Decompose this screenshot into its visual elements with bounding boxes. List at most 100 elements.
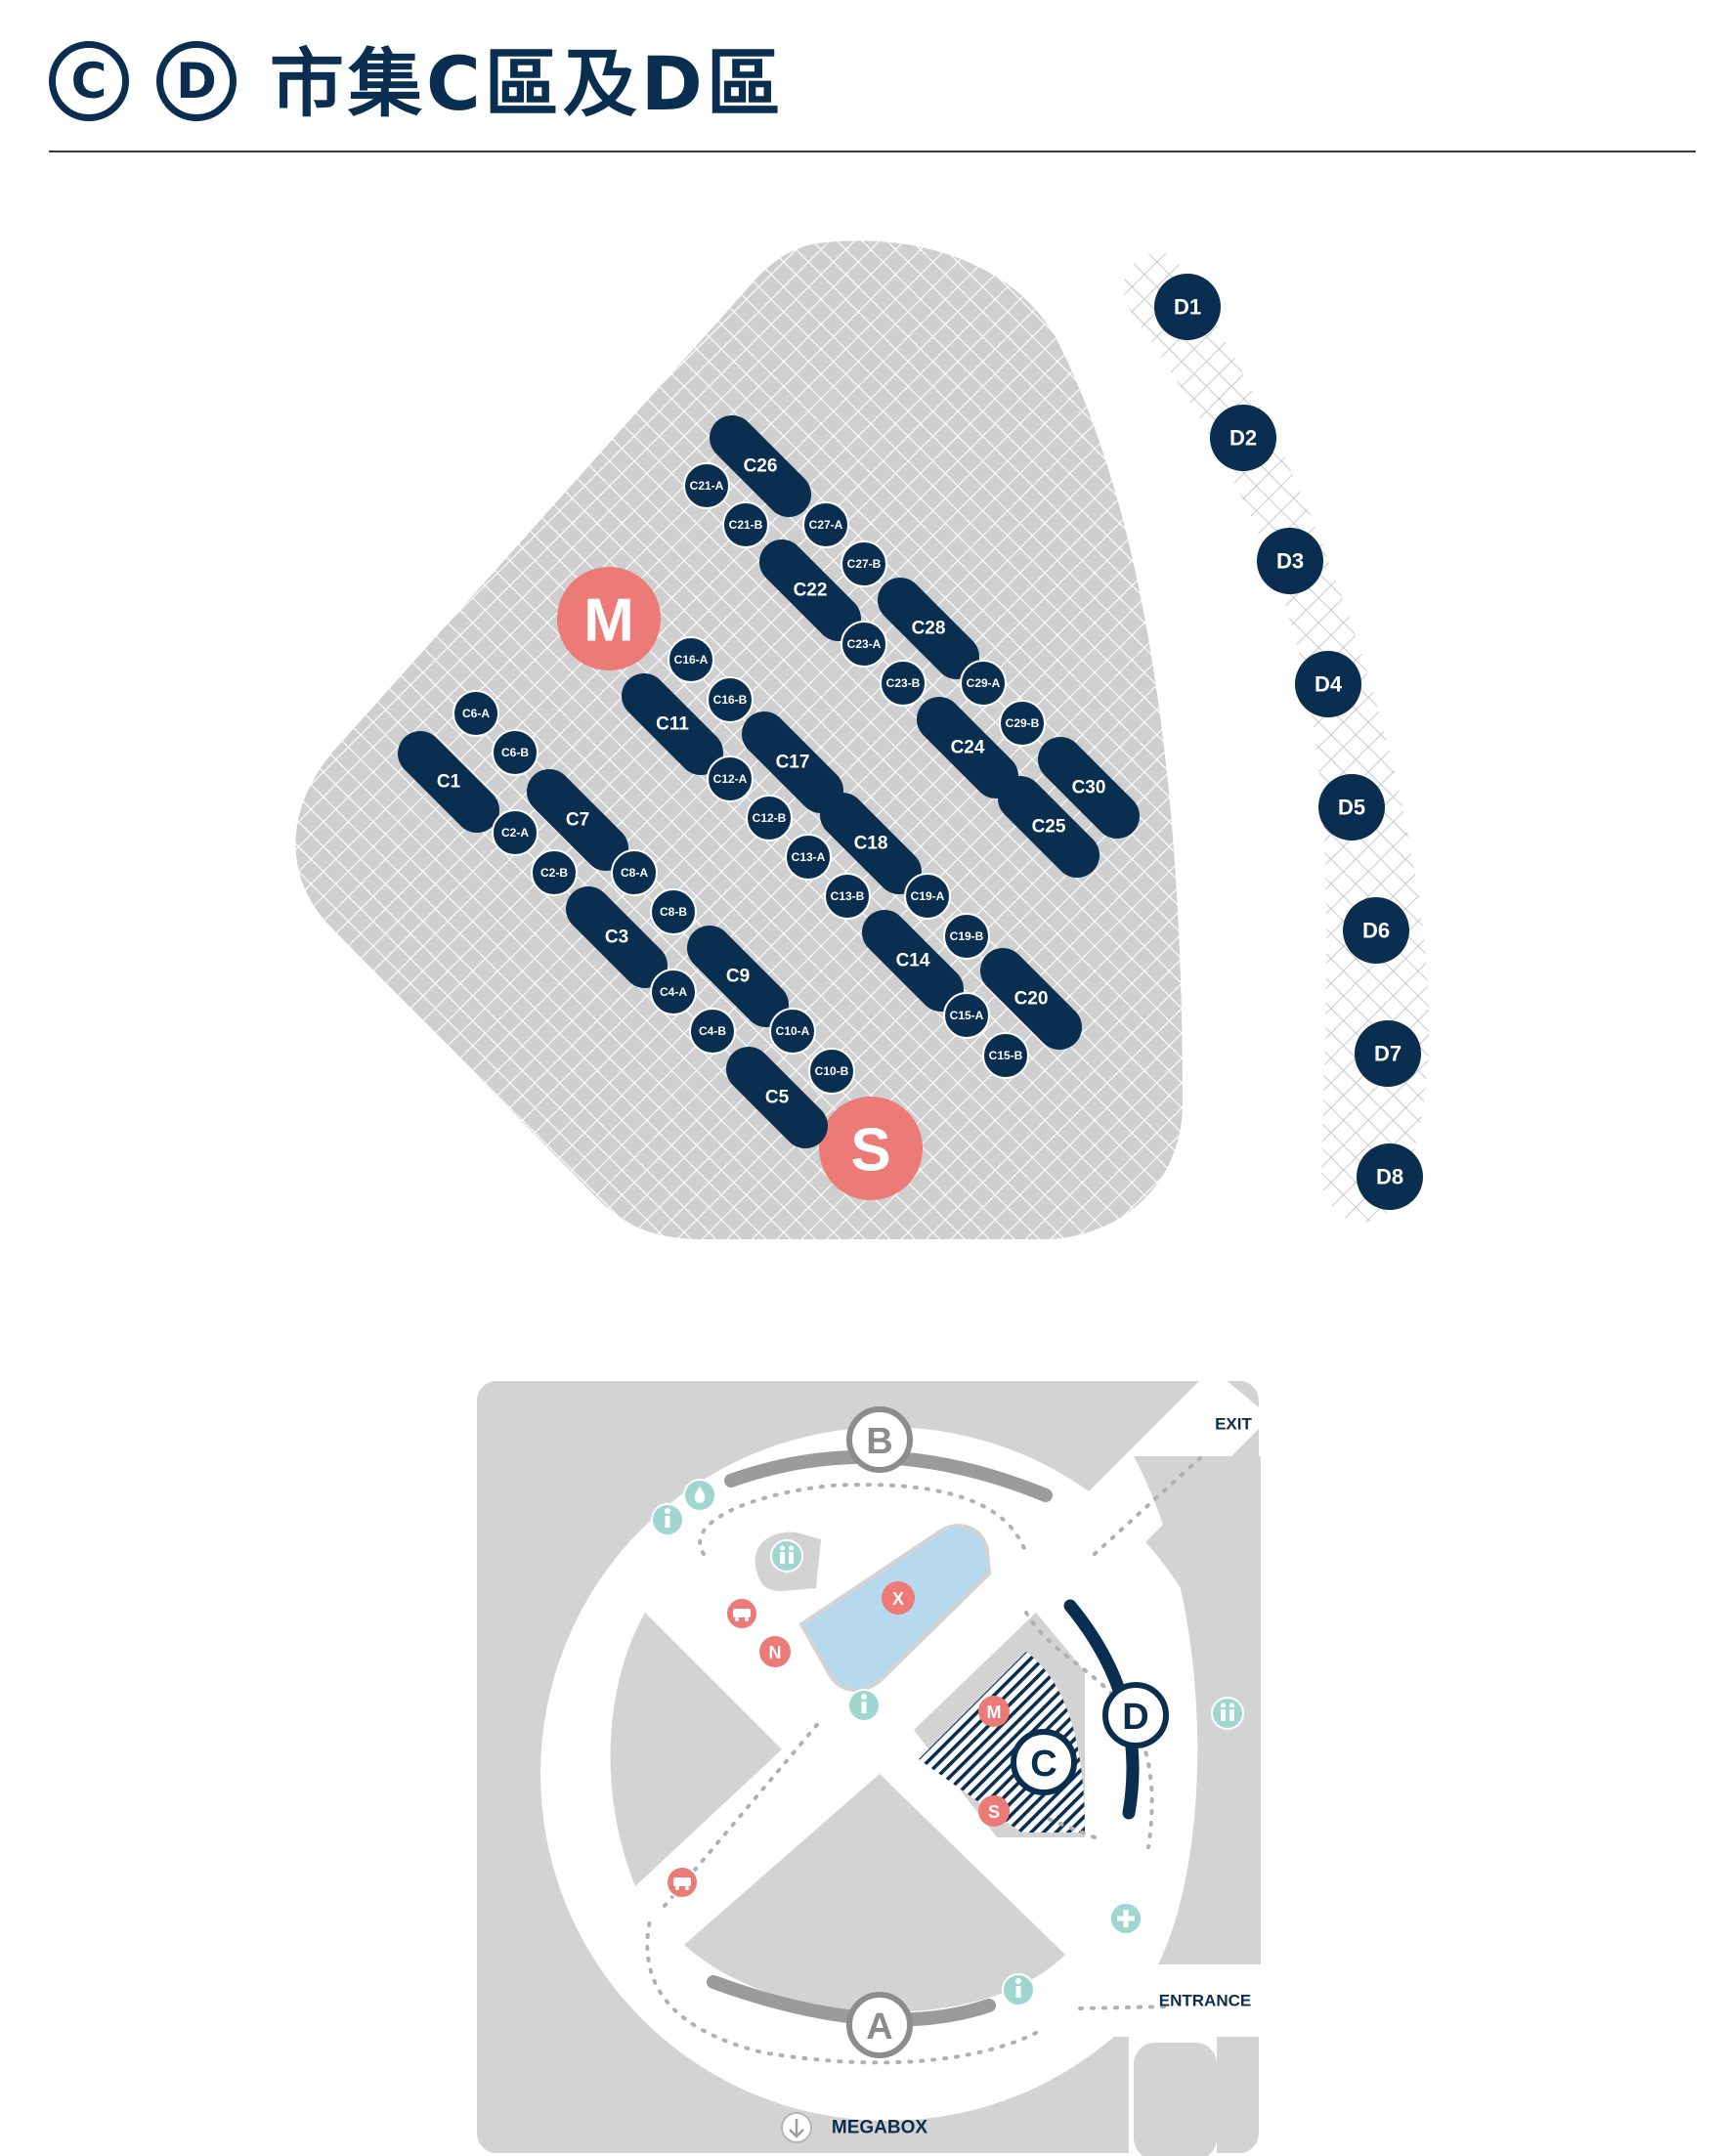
- booth-c5[interactable]: C5: [716, 1037, 837, 1157]
- booth-c29-b-label: C29-B: [1006, 716, 1040, 730]
- entrance-label: ENTRANCE: [1159, 1992, 1251, 2010]
- overview-marker-n: N: [759, 1636, 791, 1667]
- zone-b-badge[interactable]: B: [846, 1406, 913, 1473]
- booth-c12-a[interactable]: C12-A: [707, 755, 754, 802]
- booth-c25-label: C25: [1032, 817, 1066, 838]
- overview-marker-s: S: [978, 1795, 1010, 1827]
- overview-marker-x-circle: [882, 1581, 915, 1615]
- booth-c13-b[interactable]: C13-B: [824, 873, 871, 920]
- page-title: 市集C區及D區: [270, 40, 785, 127]
- booth-c16-b[interactable]: C16-B: [707, 676, 754, 723]
- booth-c26[interactable]: C26: [700, 406, 820, 526]
- booth-c19-b[interactable]: C19-B: [943, 913, 990, 960]
- booth-c13-a[interactable]: C13-A: [785, 834, 832, 881]
- booth-c24-shape: [917, 697, 1018, 798]
- booth-c19-a[interactable]: C19-A: [904, 873, 951, 920]
- booth-c16-a[interactable]: C16-A: [668, 636, 714, 683]
- zone-a-badge[interactable]: A: [846, 1992, 913, 2058]
- booth-c27-b[interactable]: C27-B: [841, 540, 887, 587]
- booth-c2-b[interactable]: C2-B: [531, 849, 578, 896]
- booth-c25[interactable]: C25: [988, 766, 1108, 886]
- booth-d2-shape: [1210, 405, 1276, 471]
- booth-d5[interactable]: D5: [1318, 774, 1385, 841]
- booth-d7[interactable]: D7: [1355, 1020, 1421, 1087]
- booth-c14-label: C14: [896, 951, 930, 971]
- booth-c15-b[interactable]: C15-B: [982, 1032, 1029, 1079]
- booth-c2-a-label: C2-A: [501, 826, 529, 840]
- zone-d-badge[interactable]: D: [1102, 1682, 1169, 1748]
- booth-c12-a-shape: [707, 755, 754, 802]
- booth-c24[interactable]: C24: [907, 687, 1027, 807]
- booth-c21-b[interactable]: C21-B: [722, 501, 769, 548]
- overview-marker-m: M: [978, 1696, 1010, 1727]
- booth-c2-a-shape: [492, 809, 539, 856]
- booth-c15-a[interactable]: C15-A: [943, 992, 990, 1039]
- booth-c6-b[interactable]: C6-B: [492, 729, 539, 776]
- booth-c23-b-label: C23-B: [886, 676, 921, 690]
- booth-c14[interactable]: C14: [852, 900, 972, 1020]
- booth-c6-a-label: C6-A: [462, 707, 490, 720]
- booth-c17-shape: [742, 711, 843, 813]
- booth-d4-label: D4: [1315, 672, 1343, 697]
- booth-d8-label: D8: [1376, 1165, 1403, 1189]
- booth-c17[interactable]: C17: [732, 702, 852, 822]
- booth-c21-a[interactable]: C21-A: [683, 462, 730, 509]
- booth-c11[interactable]: C11: [612, 664, 732, 784]
- booth-d2[interactable]: D2: [1210, 405, 1276, 471]
- booth-c23-a-shape: [841, 621, 887, 668]
- booth-d6[interactable]: D6: [1343, 897, 1409, 964]
- booth-c1[interactable]: C1: [388, 721, 508, 841]
- booth-c29-a[interactable]: C29-A: [960, 660, 1007, 707]
- booth-c10-a-label: C10-A: [776, 1024, 810, 1038]
- booth-d3[interactable]: D3: [1257, 528, 1323, 594]
- booth-c21-a-label: C21-A: [690, 479, 724, 493]
- info-icon: [847, 1689, 881, 1722]
- overview-marker-n-label: N: [769, 1643, 782, 1662]
- area-d-ground: [1123, 251, 1430, 1223]
- booth-c25-shape: [998, 776, 1100, 878]
- booth-c8-a[interactable]: C8-A: [611, 849, 658, 896]
- booth-c3[interactable]: C3: [556, 877, 676, 997]
- booth-c27-a[interactable]: C27-A: [802, 501, 849, 548]
- booth-c10-a[interactable]: C10-A: [769, 1008, 816, 1055]
- booth-c22[interactable]: C22: [750, 530, 870, 650]
- booth-c30-label: C30: [1072, 778, 1106, 798]
- booth-c4-a[interactable]: C4-A: [650, 969, 697, 1015]
- booth-c27-b-shape: [841, 540, 887, 587]
- booth-c23-b-shape: [880, 660, 927, 707]
- booth-c10-a-shape: [769, 1008, 816, 1055]
- booth-c6-a-shape: [453, 690, 499, 737]
- booth-c22-label: C22: [794, 581, 828, 601]
- booth-c20-label: C20: [1014, 989, 1049, 1010]
- booth-c7[interactable]: C7: [517, 759, 637, 880]
- marker-m-circle: [557, 567, 661, 670]
- booth-c23-b[interactable]: C23-B: [880, 660, 927, 707]
- booth-d8[interactable]: D8: [1357, 1143, 1423, 1210]
- booth-c9[interactable]: C9: [677, 916, 798, 1036]
- booth-c10-b[interactable]: C10-B: [808, 1048, 855, 1095]
- booth-d1[interactable]: D1: [1154, 274, 1221, 340]
- booth-c18[interactable]: C18: [810, 783, 930, 903]
- booth-c12-b[interactable]: C12-B: [746, 795, 793, 841]
- booth-d4[interactable]: D4: [1295, 651, 1361, 717]
- booth-c5-label: C5: [765, 1088, 790, 1108]
- booth-c29-b[interactable]: C29-B: [999, 700, 1046, 747]
- booth-c20-shape: [980, 948, 1082, 1050]
- booth-c6-a[interactable]: C6-A: [453, 690, 499, 737]
- booth-c29-a-label: C29-A: [967, 676, 1001, 690]
- booth-c9-label: C9: [726, 967, 750, 987]
- booth-c12-b-label: C12-B: [753, 811, 787, 825]
- booth-c30[interactable]: C30: [1028, 727, 1148, 847]
- booth-c23-a[interactable]: C23-A: [841, 621, 887, 668]
- booth-c28[interactable]: C28: [868, 568, 988, 688]
- megabox-link[interactable]: MEGABOX: [781, 2112, 927, 2143]
- booth-c18-shape: [820, 793, 922, 894]
- booth-c4-b[interactable]: C4-B: [689, 1008, 736, 1055]
- booth-c20[interactable]: C20: [970, 938, 1091, 1058]
- booth-c8-b[interactable]: C8-B: [650, 888, 697, 935]
- booth-c2-a[interactable]: C2-A: [492, 809, 539, 856]
- booth-d6-label: D6: [1362, 919, 1390, 943]
- zone-c-badge[interactable]: C: [1011, 1729, 1077, 1795]
